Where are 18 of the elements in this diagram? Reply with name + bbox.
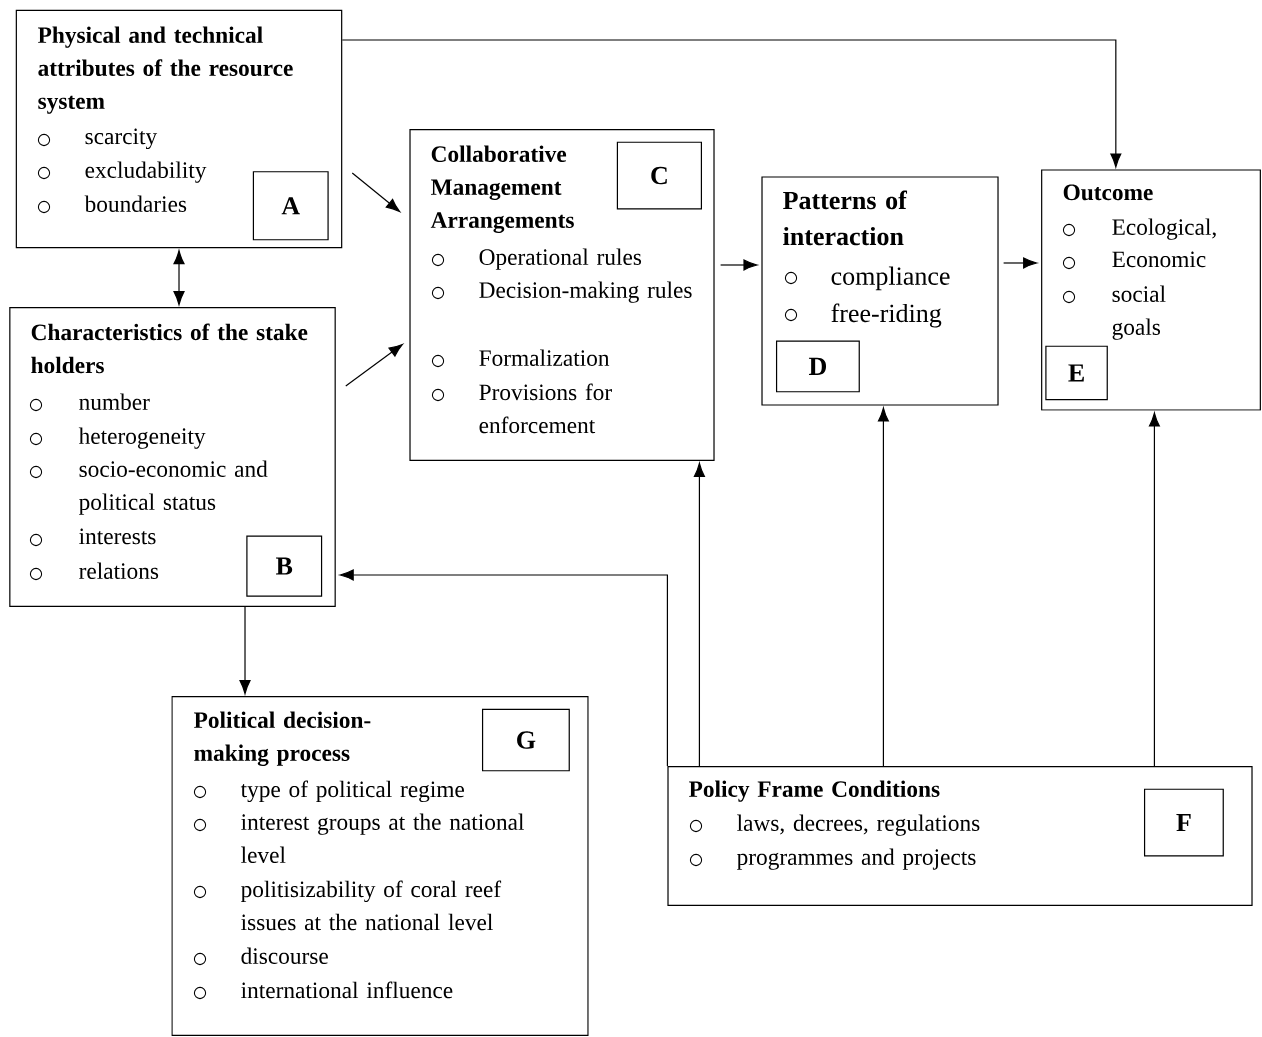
letter-box: G	[481, 708, 570, 772]
letter-box: F	[1144, 788, 1224, 857]
arrow	[341, 39, 1122, 168]
letter-box: E	[1045, 345, 1108, 401]
arrow	[693, 462, 705, 767]
letter-box: A	[252, 171, 329, 241]
letter-box: B	[246, 535, 323, 597]
letter-box: D	[776, 340, 860, 393]
arrow	[720, 259, 758, 271]
arrow	[877, 407, 889, 767]
arrow	[351, 172, 401, 213]
arrow	[239, 606, 251, 695]
arrow	[1148, 412, 1160, 767]
letter-box: C	[616, 141, 702, 210]
arrow	[1003, 257, 1038, 269]
arrow	[339, 569, 668, 767]
arrow	[173, 250, 185, 306]
arrow	[345, 343, 403, 387]
